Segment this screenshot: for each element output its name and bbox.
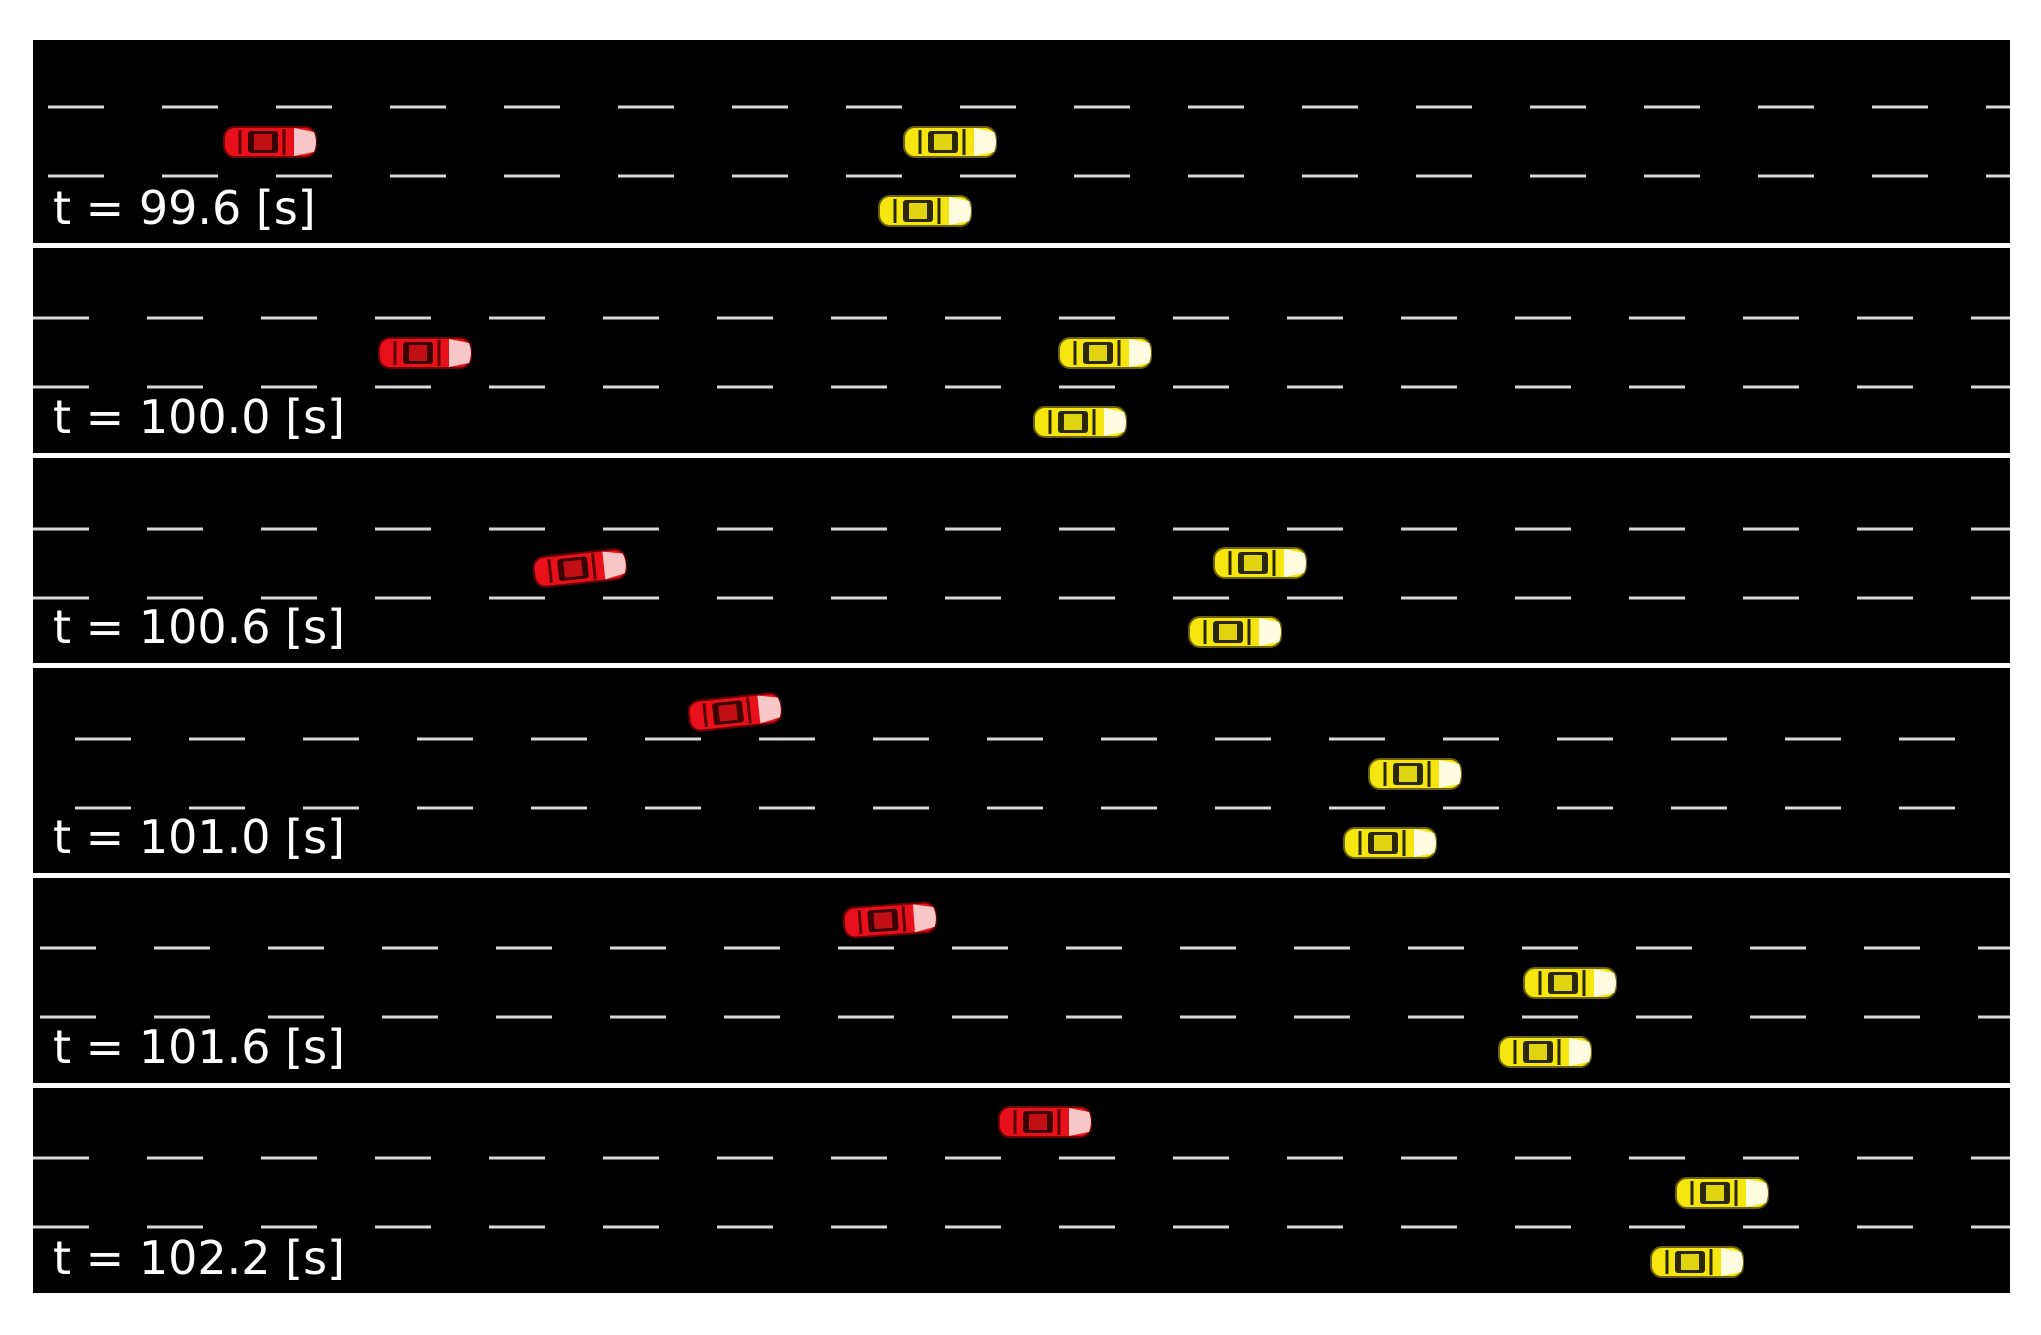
frame-separator — [33, 1083, 2010, 1088]
time-label: t = 99.6 [s] — [53, 181, 316, 235]
ego-car — [377, 336, 473, 370]
time-label: t = 100.6 [s] — [53, 600, 345, 654]
other-car — [902, 125, 998, 159]
other-car — [1032, 405, 1128, 439]
other-car — [1057, 336, 1153, 370]
time-label: t = 102.2 [s] — [53, 1231, 345, 1285]
other-car — [1212, 546, 1308, 580]
frame-6: t = 102.2 [s] — [33, 1088, 2010, 1293]
other-car — [1497, 1035, 1593, 1069]
frame-3: t = 100.6 [s] — [33, 458, 2010, 663]
road-panel — [33, 878, 2010, 1083]
other-car — [1649, 1245, 1745, 1279]
frame-separator — [33, 453, 2010, 458]
ego-car — [997, 1105, 1093, 1139]
ego-car — [222, 125, 318, 159]
frame-separator — [33, 873, 2010, 878]
time-label: t = 101.6 [s] — [53, 1020, 345, 1074]
road-panel — [33, 458, 2010, 663]
other-car — [1187, 615, 1283, 649]
frame-5: t = 101.6 [s] — [33, 878, 2010, 1083]
road-panel — [33, 668, 2010, 873]
road-panel — [33, 248, 2010, 453]
time-label: t = 100.0 [s] — [53, 390, 345, 444]
other-car — [1367, 757, 1463, 791]
other-car — [1522, 966, 1618, 1000]
other-car — [877, 194, 973, 228]
frame-2: t = 100.0 [s] — [33, 248, 2010, 453]
other-car — [1674, 1176, 1770, 1210]
ego-car — [841, 900, 939, 940]
other-car — [1342, 826, 1438, 860]
frame-separator — [33, 243, 2010, 248]
road-panel — [33, 40, 2010, 243]
frame-1: t = 99.6 [s] — [33, 40, 2010, 243]
frame-4: t = 101.0 [s] — [33, 668, 2010, 873]
time-label: t = 101.0 [s] — [53, 810, 345, 864]
frame-separator — [33, 663, 2010, 668]
